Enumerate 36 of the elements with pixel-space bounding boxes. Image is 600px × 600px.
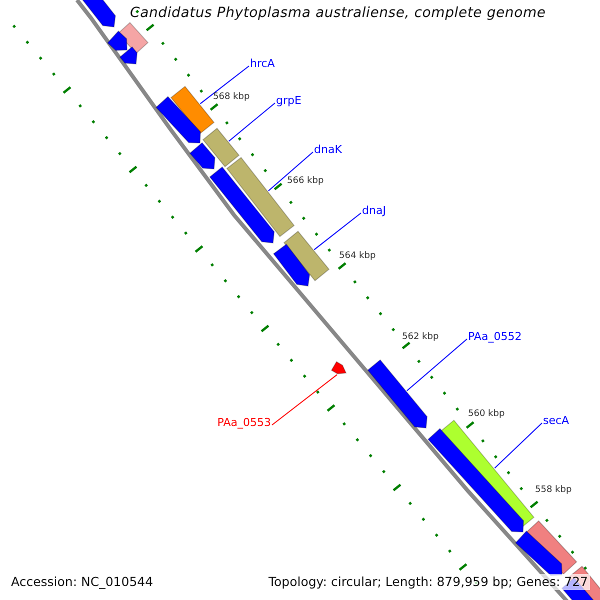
gene-bar [283, 230, 330, 282]
leader-line [268, 152, 314, 192]
leader-line [228, 102, 276, 142]
scale-label: 566 kbp [287, 176, 324, 187]
gene-bar [209, 166, 275, 244]
gene-bar [119, 46, 138, 65]
gene-label: dnaJ [362, 204, 386, 217]
scale-label: 568 kbp [213, 92, 250, 103]
leader-line [200, 66, 250, 104]
gene-bar [202, 128, 240, 168]
gene-label: grpE [276, 94, 302, 107]
map-title: Candidatus Phytoplasma australiense, complete genome [129, 4, 547, 22]
gene-bar [170, 86, 215, 134]
leader-line [494, 422, 542, 469]
gene-label: PAa_0553 [217, 416, 271, 429]
gene-bar [330, 361, 347, 374]
scale-label: 562 kbp [402, 332, 439, 343]
leader-line [314, 212, 362, 250]
gene-label: secA [543, 414, 570, 427]
gene-label: PAa_0552 [468, 330, 522, 343]
scale-label: 564 kbp [339, 251, 376, 262]
leader-line [272, 374, 338, 426]
gene-label: dnaK [314, 143, 342, 156]
gene-bar [514, 530, 563, 576]
gene-label: hrcA [250, 57, 275, 70]
gene-bar [367, 359, 428, 429]
gene-bar [106, 30, 128, 51]
gene-bar [189, 142, 216, 170]
genome-summary-text: Topology: circular; Length: 879,959 bp; Genes: 727 [266, 574, 590, 590]
gene-bar [427, 428, 524, 533]
leader-line [406, 338, 468, 392]
accession-text: Accession: NC_010544 [9, 574, 156, 590]
gene-bar [155, 96, 201, 144]
gene-bar [272, 244, 310, 287]
scale-label: 560 kbp [468, 409, 505, 420]
scale-label: 558 kbp [535, 485, 572, 496]
